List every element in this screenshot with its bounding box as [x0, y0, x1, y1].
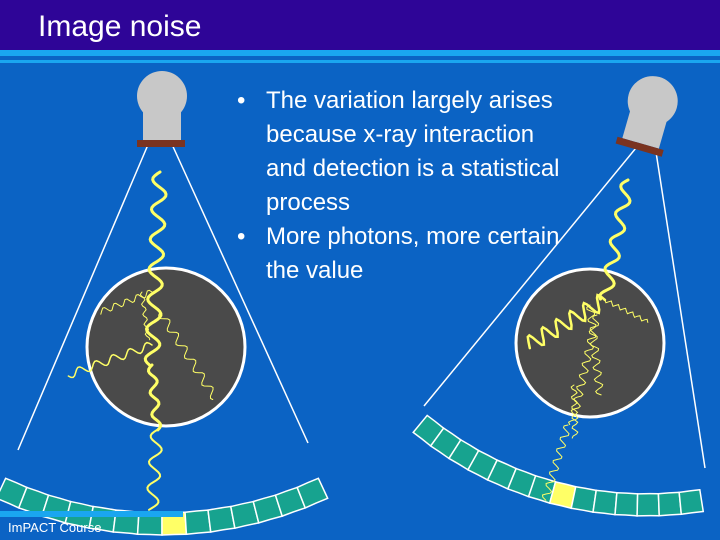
accent-stripe-thin	[0, 60, 720, 63]
photon-path	[158, 311, 214, 400]
right-tube-head	[627, 76, 678, 127]
left-photon-paths	[67, 170, 214, 511]
accent-stripe	[0, 50, 720, 56]
detector-element	[678, 488, 705, 516]
footer-stripe	[0, 511, 183, 517]
detector-element	[184, 509, 212, 536]
bullet-item: More photons, more certain the value	[237, 220, 567, 288]
left-beam-edge-left	[17, 139, 151, 451]
left-beam-edge-right	[169, 139, 309, 444]
photon-path	[146, 429, 163, 511]
detector-element	[636, 492, 661, 517]
photon-path	[139, 291, 151, 341]
title-bar	[0, 0, 720, 50]
detector-element	[614, 491, 639, 517]
slide-title: Image noise	[38, 10, 202, 43]
photon-path	[604, 299, 649, 323]
footer-label: ImPACT Course	[8, 520, 102, 535]
right-beam-edge-right	[655, 151, 706, 469]
detector-element	[570, 485, 598, 514]
photon-path	[143, 170, 168, 367]
right-scanner	[412, 76, 706, 517]
left-tube-head	[137, 71, 187, 121]
detector-element	[657, 491, 683, 517]
bullet-list: The variation largely arises because x-r…	[237, 84, 567, 288]
right-collimator	[615, 136, 664, 157]
detector-element	[592, 489, 618, 516]
photon-path	[598, 178, 632, 301]
bullet-item: The variation largely arises because x-r…	[237, 84, 567, 220]
photon-path	[526, 293, 607, 350]
photon-path	[570, 384, 579, 439]
left-collimator	[137, 140, 185, 147]
photon-path	[586, 304, 604, 396]
detector-element	[296, 477, 329, 509]
photon-path	[567, 314, 600, 425]
right-detector-array	[412, 414, 705, 517]
right-xray-tube	[615, 76, 678, 157]
left-object-phantom	[85, 266, 247, 428]
right-photon-paths	[526, 178, 649, 501]
photon-path	[67, 341, 153, 379]
photon-path	[146, 363, 163, 432]
photon-path	[541, 424, 570, 501]
left-xray-tube	[137, 71, 187, 147]
right-object-phantom	[514, 267, 666, 419]
